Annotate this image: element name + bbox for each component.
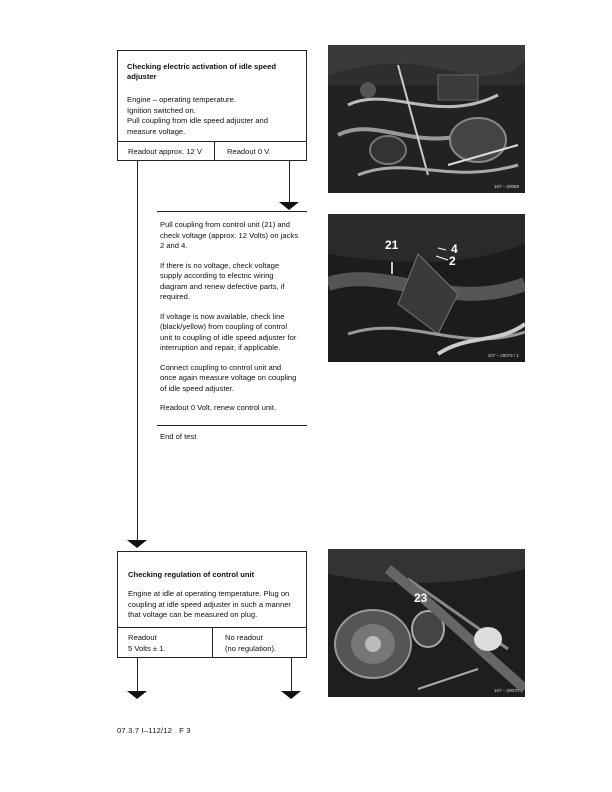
photo-3-label-23: 23 (414, 591, 427, 605)
section2-title: Checking regulation of control unit (128, 570, 254, 580)
section2-cell-divider (212, 627, 213, 657)
flow-line-bottom-left (137, 658, 138, 692)
photo-3-id: 107 – 20070 (494, 688, 519, 693)
section1-cell-left: Readout approx. 12 V (128, 147, 202, 158)
section1-title: Checking electric activation of idle spe… (127, 62, 292, 82)
branch-paragraph: If there is no voltage, check voltage su… (160, 261, 320, 303)
section2-body: Engine at idle at operating temperature.… (128, 589, 308, 621)
section1-box: Checking electric activation of idle spe… (117, 50, 307, 161)
branch-top-rule (157, 211, 307, 212)
section1-divider (118, 141, 306, 142)
flow-arrow-left (127, 540, 147, 548)
flow-line-bottom-right (291, 658, 292, 692)
engine-photo-3-image (328, 549, 525, 697)
section1-cell-right: Readout 0 V. (227, 147, 271, 158)
section2-box: Checking regulation of control unit Engi… (117, 551, 307, 658)
engine-photo-2-image (328, 214, 525, 362)
flow-arrow-bottom-right (281, 691, 301, 699)
flow-arrow-bottom-left (127, 691, 147, 699)
engine-photo-2: 21 4 2 107 – 20072 / 1 (328, 214, 525, 362)
engine-photo-1-image (328, 45, 525, 193)
branch-paragraph: Connect coupling to control unit and onc… (160, 363, 320, 395)
branch-paragraph: If voltage is now available, check line … (160, 312, 320, 354)
section2-cell-right: No readout (no regulation). (225, 633, 276, 654)
engine-photo-3: 23 107 – 20070 (328, 549, 525, 697)
branch-text: Pull coupling from control unit (21) and… (160, 220, 320, 414)
section1-body: Engine – operating temperature. Ignition… (127, 95, 305, 137)
flow-line-left (137, 161, 138, 541)
page-footer: 07.3.7 I–112/12 F 3 (117, 726, 191, 735)
photo-1-id: 107 – 20069 (494, 184, 519, 189)
section1-cell-divider (214, 141, 215, 161)
photo-2-label-2: 2 (449, 254, 456, 268)
flow-arrow-right (279, 202, 299, 210)
branch-paragraph: Readout 0 Volt, renew control unit. (160, 403, 320, 414)
photo-2-label-21: 21 (385, 238, 398, 252)
engine-photo-1: 107 – 20069 (328, 45, 525, 193)
flow-line-right (289, 161, 290, 203)
photo-2-id: 107 – 20072 / 1 (488, 353, 519, 358)
branch-paragraph: Pull coupling from control unit (21) and… (160, 220, 320, 252)
branch-bottom-rule (157, 425, 307, 426)
section2-cell-left: Readout 5 Volts ± 1. (128, 633, 166, 654)
end-of-test: End of test (160, 432, 196, 443)
